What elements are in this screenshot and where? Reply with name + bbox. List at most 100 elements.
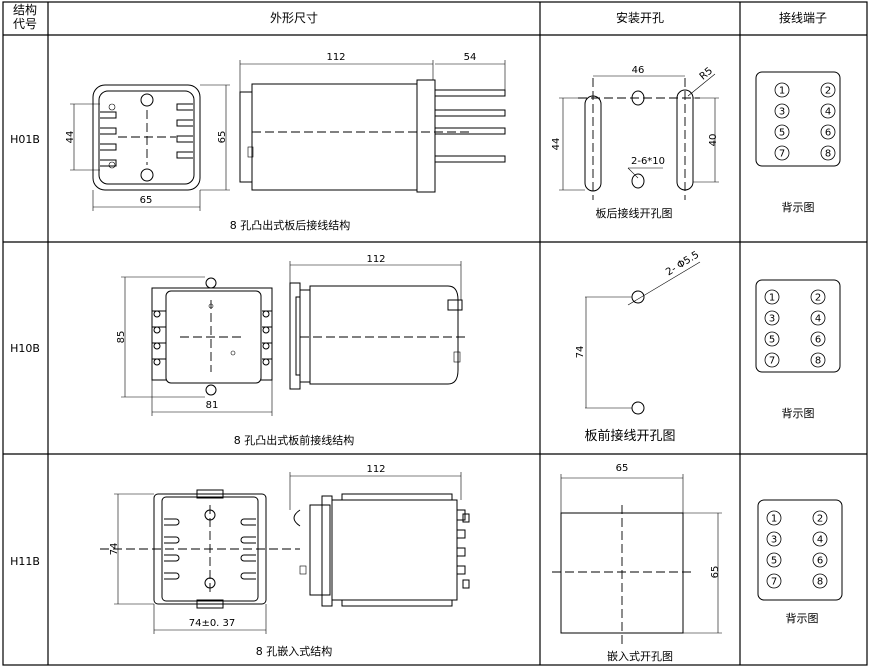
terminal-circle-icon xyxy=(810,331,826,347)
h10b-dim-85: 85 xyxy=(116,331,127,344)
terminal-circle-icon xyxy=(774,145,790,161)
h10b-side-view: 112 xyxy=(289,254,465,390)
terminal-circle-icon xyxy=(774,103,790,119)
h01b-mount-40: 40 xyxy=(708,134,719,147)
terminal-circle-icon xyxy=(766,573,782,589)
h10b-mount-holes: 2- Φ5.5 xyxy=(664,249,701,278)
h10b-dim-81: 81 xyxy=(206,400,219,411)
terminal-label: 8 xyxy=(825,149,831,160)
h01b-front-view: 44 65 65 xyxy=(65,84,230,211)
terminal-circle-icon xyxy=(812,531,828,547)
h10b-dim-112: 112 xyxy=(366,254,385,265)
h10b-mounting: 74 2- Φ5.5 xyxy=(575,249,701,415)
row-code-h11b: H11B xyxy=(10,555,40,568)
h11b-dim-74-h: 74 xyxy=(109,543,120,556)
h10b-front-view: 85 81 xyxy=(116,276,273,416)
h11b-front-view: 74 74±0. 37 xyxy=(100,489,300,634)
h11b-dim-112: 112 xyxy=(366,464,385,475)
h01b-mount-44: 44 xyxy=(551,138,562,151)
h11b-side-view: 112 xyxy=(289,464,470,607)
h01b-mount-holes: 2-6*10 xyxy=(631,156,665,167)
row-code-h10b: H10B xyxy=(10,342,40,355)
h10b-mount-74: 74 xyxy=(575,346,586,359)
header-code-line1: 结构 xyxy=(13,2,37,17)
h11b-dim-74-w: 74±0. 37 xyxy=(189,618,236,629)
h10b-outline-caption: 8 孔凸出式板前接线结构 xyxy=(234,433,355,447)
terminal-circle-icon xyxy=(812,552,828,568)
h11b-mount-65-h: 65 xyxy=(710,566,721,579)
terminal-circle-icon xyxy=(810,352,826,368)
terminal-label: 2 xyxy=(815,293,821,304)
h01b-terminal-caption: 背示图 xyxy=(782,200,815,214)
terminal-circle-icon xyxy=(810,310,826,326)
h11b-terminals: 1 2 3 4 5 6 7 8 xyxy=(766,510,828,589)
terminal-label: 1 xyxy=(769,293,775,304)
terminal-circle-icon xyxy=(820,124,836,140)
terminal-label: 7 xyxy=(769,356,775,367)
h10b-terminals: 1 2 3 4 5 6 7 8 xyxy=(764,289,826,368)
row-code-h01b: H01B xyxy=(10,133,40,146)
terminal-circle-icon xyxy=(764,289,780,305)
terminal-label: 1 xyxy=(779,86,785,97)
h01b-dim-44: 44 xyxy=(65,131,76,144)
h11b-mount-65-w: 65 xyxy=(616,463,629,474)
terminal-label: 7 xyxy=(779,149,785,160)
terminal-label: 6 xyxy=(825,128,831,139)
terminal-label: 2 xyxy=(817,514,823,525)
terminal-label: 5 xyxy=(769,335,775,346)
terminal-label: 5 xyxy=(779,128,785,139)
header-terminals: 接线端子 xyxy=(779,10,827,25)
header-mounting: 安装开孔 xyxy=(616,10,664,25)
h01b-mount-46: 46 xyxy=(632,65,645,76)
h01b-dim-112: 112 xyxy=(326,52,345,63)
terminal-label: 2 xyxy=(825,86,831,97)
h01b-side-view: 112 54 xyxy=(239,52,506,193)
h01b-dim-54: 54 xyxy=(464,52,477,63)
terminal-circle-icon xyxy=(764,352,780,368)
terminal-label: 6 xyxy=(817,556,823,567)
terminal-label: 8 xyxy=(817,577,823,588)
h01b-dim-65-h: 65 xyxy=(217,131,228,144)
terminal-label: 4 xyxy=(817,535,823,546)
h11b-mount-caption: 嵌入式开孔图 xyxy=(607,650,673,663)
h11b-terminal-block xyxy=(757,499,843,601)
terminal-label: 8 xyxy=(815,356,821,367)
h11b-terminal-caption: 背示图 xyxy=(786,611,819,625)
terminal-circle-icon xyxy=(774,124,790,140)
terminal-label: 7 xyxy=(771,577,777,588)
terminal-circle-icon xyxy=(810,289,826,305)
terminal-circle-icon xyxy=(766,510,782,526)
terminal-label: 5 xyxy=(771,556,777,567)
terminal-label: 4 xyxy=(825,107,831,118)
h10b-terminal-block xyxy=(755,279,841,373)
terminal-label: 3 xyxy=(771,535,777,546)
terminal-circle-icon xyxy=(820,103,836,119)
h01b-terminals: 1 2 3 4 5 6 7 8 xyxy=(774,82,836,161)
terminal-circle-icon xyxy=(774,82,790,98)
terminal-label: 6 xyxy=(815,335,821,346)
h01b-mount-caption: 板后接线开孔图 xyxy=(596,206,673,220)
terminal-circle-icon xyxy=(764,310,780,326)
h01b-terminal-block xyxy=(755,71,841,167)
h01b-outline-caption: 8 孔凸出式板后接线结构 xyxy=(230,218,351,232)
header-code-line2: 代号 xyxy=(13,17,37,31)
h10b-terminal-caption: 背示图 xyxy=(782,406,815,420)
terminal-circle-icon xyxy=(820,82,836,98)
terminal-circle-icon xyxy=(766,531,782,547)
terminal-label: 1 xyxy=(771,514,777,525)
h01b-mount-r5: R5 xyxy=(698,66,715,83)
terminal-circle-icon xyxy=(764,331,780,347)
h11b-outline-caption: 8 孔嵌入式结构 xyxy=(256,644,333,658)
h01b-mounting: 46 R5 44 40 2-6*10 xyxy=(551,65,719,200)
terminal-label: 3 xyxy=(779,107,785,118)
h01b-dim-65-w: 65 xyxy=(140,195,153,206)
terminal-circle-icon xyxy=(766,552,782,568)
terminal-circle-icon xyxy=(820,145,836,161)
h10b-mount-caption: 板前接线开孔图 xyxy=(584,428,675,444)
terminal-label: 3 xyxy=(769,314,775,325)
terminal-label: 4 xyxy=(815,314,821,325)
h11b-mounting: 65 65 xyxy=(552,463,722,645)
